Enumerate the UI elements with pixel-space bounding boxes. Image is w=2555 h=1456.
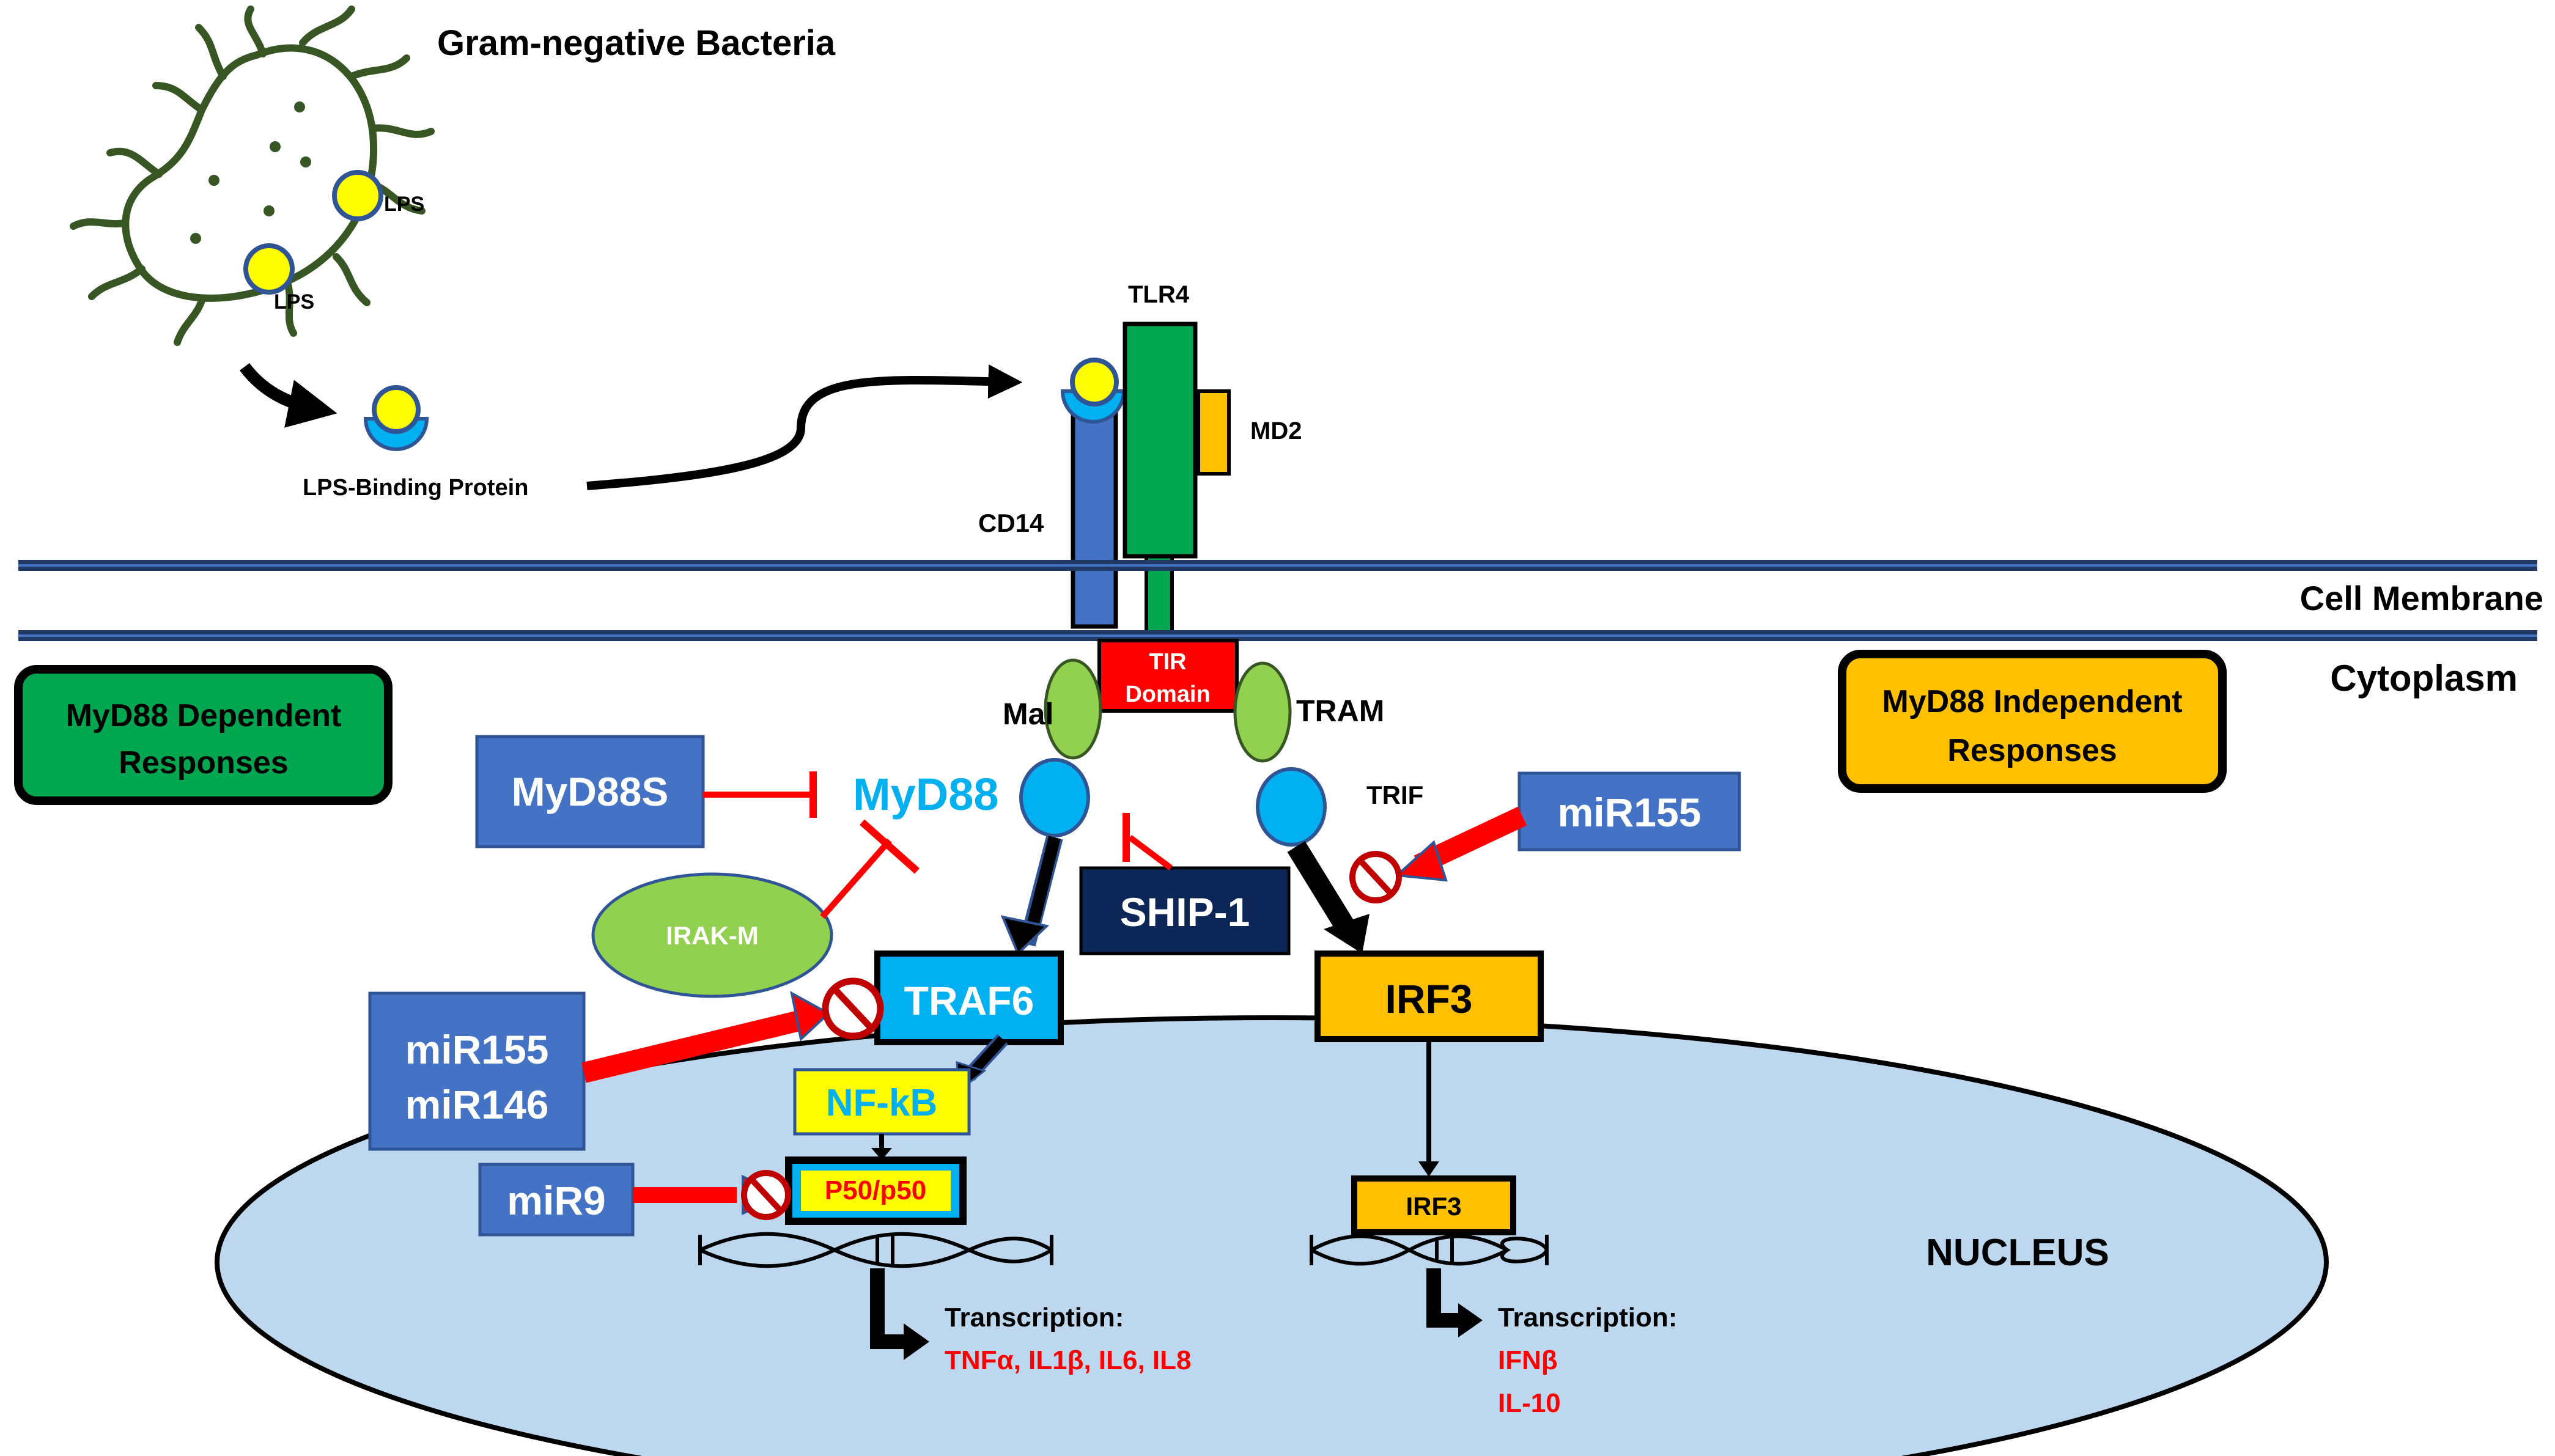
- tlr4-receptor: [1123, 322, 1198, 559]
- irf3-cyto-label: IRF3: [1385, 976, 1472, 1021]
- cell-membrane-label: Cell Membrane: [2300, 579, 2543, 617]
- myd88-label: MyD88: [853, 769, 999, 820]
- irf3-nuc-box: [1351, 1175, 1516, 1235]
- tir-label-line1: TIR: [1149, 649, 1186, 675]
- irakm-protein: [591, 872, 833, 998]
- nfkb-box: [793, 1068, 971, 1136]
- tir-label-line2: Domain: [1125, 682, 1210, 707]
- tlr4-label: TLR4: [1128, 281, 1190, 308]
- lbp-complex: [363, 385, 429, 451]
- arrow-traf6-to-nfkb-core: [968, 1035, 1006, 1076]
- transcription-right-label: Transcription:: [1498, 1303, 1677, 1333]
- arrow-nfkb-to-p50-head: [871, 1148, 892, 1160]
- arrow-bacteria-to-lbp: [240, 362, 337, 428]
- ship1-label: SHIP-1: [1120, 889, 1250, 935]
- md2-protein: [1196, 389, 1231, 476]
- trif-bead: [1256, 767, 1327, 847]
- arrow-lbp-to-tlr4: [586, 364, 1023, 490]
- cytoplasm-label: Cytoplasm: [2330, 658, 2518, 699]
- cd14-lps: [1070, 358, 1119, 406]
- transcription-left-label: Transcription:: [945, 1303, 1124, 1333]
- lps-circle-upper: [332, 170, 383, 221]
- p50-inner: [801, 1171, 951, 1211]
- traf6-block-icon: [822, 977, 884, 1040]
- ship1-inhibit-line: [1128, 834, 1173, 871]
- mir155-mir146-arrow-shaft: [581, 1009, 806, 1083]
- myd88-independent-line1: MyD88 Independent: [1882, 684, 2182, 719]
- trif-label: TRIF: [1366, 781, 1423, 809]
- lbp-label: LPS-Binding Protein: [303, 475, 528, 501]
- tram-adaptor: [1233, 661, 1292, 763]
- arrow-irf3-to-nucleus-head: [1418, 1161, 1439, 1177]
- transcription-arrow-right-head: [1458, 1303, 1483, 1337]
- lps-label-lower: LPS: [274, 290, 314, 314]
- arrow-trif-to-irf3: [1287, 841, 1354, 932]
- lps-circle-lower: [243, 243, 295, 295]
- myd88-dependent-line2: Responses: [119, 745, 288, 781]
- nfkb-label: NF-kB: [826, 1082, 938, 1124]
- mir146-label: miR146: [405, 1082, 549, 1127]
- irakm-inhibit-line: [820, 838, 892, 919]
- myd88-dependent-line1: MyD88 Dependent: [66, 698, 342, 734]
- md2-label: MD2: [1250, 417, 1302, 444]
- myd88s-box: [475, 735, 705, 848]
- mir155-mir146-arrow-head: [790, 991, 831, 1042]
- genes-right-label-1: IFNβ: [1498, 1345, 1558, 1375]
- mir155-top-arrow-head: [1394, 840, 1448, 882]
- myd88-dependent-box: [14, 665, 393, 805]
- cd14-label: CD14: [978, 509, 1044, 537]
- mir9-box: [478, 1163, 635, 1237]
- arrow-myd88-to-traf6-head: [1000, 915, 1050, 956]
- mir155-top-label: miR155: [1558, 790, 1701, 835]
- myd88s-label: MyD88S: [512, 769, 669, 814]
- arrow-myd88-to-traf6-core: [1024, 836, 1061, 937]
- bacterium: [70, 6, 435, 346]
- nucleus-label: NUCLEUS: [1926, 1232, 2109, 1274]
- irakm-inhibit-bar: [860, 819, 920, 874]
- tir-domain: [1097, 639, 1239, 713]
- traf6-box: [874, 950, 1064, 1045]
- mir155-left-label: miR155: [405, 1027, 549, 1072]
- irakm-label: IRAK-M: [666, 921, 759, 950]
- mal-label: Mal: [1003, 697, 1053, 731]
- ship1-box: [1079, 866, 1291, 955]
- bacterium-dots: [190, 101, 311, 244]
- myd88-independent-line2: Responses: [1947, 733, 2117, 768]
- cd14-receptor: [1071, 401, 1118, 629]
- dna-helix-right: [1310, 1234, 1549, 1266]
- lps-label-upper: LPS: [384, 193, 424, 216]
- genes-left-label: TNFα, IL1β, IL6, IL8: [945, 1345, 1192, 1375]
- mir9-label: miR9: [507, 1178, 605, 1223]
- dna-helix-left: [698, 1232, 1053, 1268]
- transcription-arrow-right: [1426, 1268, 1464, 1328]
- genes-right-label-2: IL-10: [1498, 1388, 1561, 1418]
- nucleus: [215, 1015, 2329, 1456]
- myd88-independent-box: [1838, 650, 2227, 793]
- mal-adaptor: [1044, 658, 1102, 760]
- transcription-arrow-left-head: [904, 1323, 929, 1360]
- p50-label: P50/p50: [825, 1175, 926, 1205]
- transcription-arrow-left: [870, 1268, 911, 1349]
- bacteria-title: Gram-negative Bacteria: [437, 23, 836, 63]
- mir155-top-block-icon: [1349, 851, 1402, 903]
- irf3-nuc-label: IRF3: [1406, 1192, 1461, 1221]
- p50-block-icon: [741, 1170, 791, 1220]
- myd88-bead: [1019, 758, 1090, 837]
- traf6-label: TRAF6: [904, 978, 1034, 1023]
- arrow-trif-to-irf3-head: [1324, 914, 1370, 954]
- tram-label: TRAM: [1296, 694, 1384, 728]
